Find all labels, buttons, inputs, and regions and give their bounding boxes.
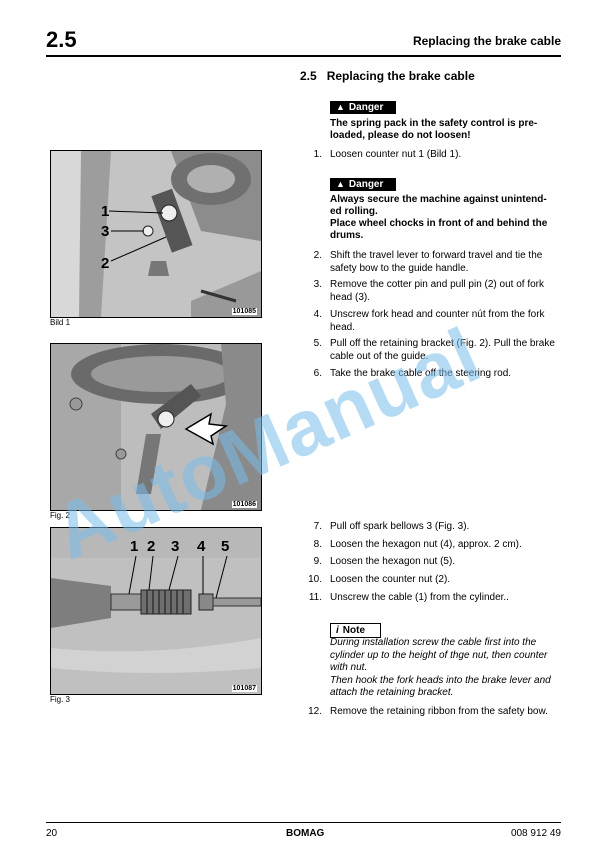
section-number: 2.5 [46,27,77,52]
note-text: During installation screw the cable firs… [330,637,560,700]
danger-badge: ▲Danger [330,178,396,191]
figure-3-label: 3 [171,538,180,555]
step-number: 1. [313,149,322,160]
note-text-line: During installation screw the cable firs… [330,637,548,673]
figure-3-id: 101087 [231,685,257,692]
danger-badge-label: Danger [348,102,384,113]
figure-3-label: 2 [147,538,156,555]
danger-text-line: Place wheel chocks in front of and behin… [330,218,548,241]
figure-3-label: 1 [130,538,139,555]
header-title: Replacing the brake cable [412,34,561,48]
step-text: Pull off spark bellows 3 (Fig. 3). [330,521,470,532]
figure-1-label: 1 [101,203,110,220]
figure-1-caption: Bild 1 [50,318,71,327]
figure-1-label: 3 [101,223,110,240]
section-title: 2.5 Replacing the brake cable [300,69,475,83]
step-number: 6. [313,368,322,379]
step-number: 5. [313,338,322,349]
footer-brand: BOMAG [286,828,325,839]
figure-1-photo: 1 3 2 101085 [50,150,262,318]
figure-3-caption: Fig. 3 [50,695,71,704]
warning-triangle-icon: ▲ [336,102,345,112]
figure-3-drawing [51,528,261,694]
figure-2-photo: 101086 [50,343,262,511]
step-text: Pull off the retaining bracket (Fig. 2).… [330,338,555,362]
figure-1-label: 2 [101,255,110,272]
step-number: 4. [313,309,322,320]
danger-badge-label: Danger [348,179,384,190]
figure-3-photo: 1 2 3 4 5 101087 [50,527,262,695]
figure-2-drawing [51,344,261,510]
header-rule [46,55,561,57]
figure-3-label: 4 [197,538,206,555]
step-text: Loosen the counter nut (2). [330,574,451,585]
warning-triangle-icon: ▲ [336,179,345,189]
page-number: 20 [46,828,58,839]
step-text: Shift the travel lever to forward travel… [330,250,543,274]
step-text: Loosen the hexagon nut (4), approx. 2 cm… [330,539,522,550]
step-text: Loosen counter nut 1 (Bild 1). [330,149,462,160]
footer-rule [46,822,561,823]
step-text: Remove the cotter pin and pull pin (2) o… [330,279,545,303]
step-text: Remove the retaining ribbon from the saf… [330,706,548,717]
danger-text-line: Always secure the machine against uninte… [330,194,547,217]
step-number: 12. [308,706,322,717]
step-number: 7. [313,521,322,532]
step-number: 8. [313,539,322,550]
document-number: 008 912 49 [510,828,561,839]
figure-1-drawing [51,151,261,317]
info-icon: i [336,625,339,636]
step-text: Loosen the hexagon nut (5). [330,556,456,567]
section-title-number: 2.5 [300,69,317,83]
figure-1-id: 101085 [231,308,257,315]
step-number: 2. [313,250,322,261]
step-text: Unscrew the cable (1) from the cylinder.… [330,592,509,603]
step-number: 10. [308,574,322,585]
danger-text: The spring pack in the safety control is… [330,118,538,141]
danger-text: Always secure the machine against uninte… [330,194,555,242]
step-number: 11. [308,592,322,603]
figure-2-caption: Fig. 2 [50,511,71,520]
figure-2-id: 101086 [231,501,257,508]
section-title-text: Replacing the brake cable [326,69,475,83]
step-text: Take the brake cable off the steering ro… [330,368,512,379]
step-number: 9. [313,556,322,567]
step-text: Unscrew fork head and counter nút from t… [330,309,545,333]
note-text-line: Then hook the fork heads into the brake … [330,674,551,699]
figure-3-label: 5 [221,538,230,555]
step-number: 3. [313,279,322,290]
note-badge-label: Note [342,625,366,636]
danger-badge: ▲Danger [330,101,396,114]
